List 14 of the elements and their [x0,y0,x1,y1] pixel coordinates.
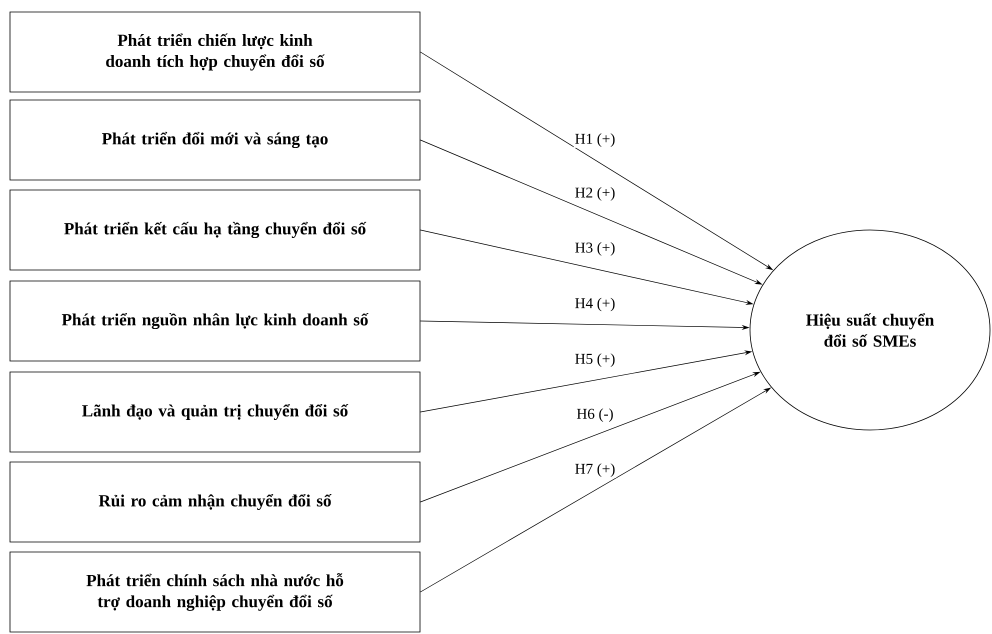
factor-box: Lãnh đạo và quản trị chuyển đổi số [10,372,420,452]
factor-box: Phát triển kết cấu hạ tầng chuyển đổi số [10,190,420,270]
edge-label: H2 (+) [574,186,616,202]
edge-label: H5 (+) [574,352,616,368]
edge-label: H7 (+) [574,462,616,478]
edge-label: H6 (-) [575,407,615,423]
edge-label: H3 (+) [574,241,616,257]
factor-box: Phát triển chiến lược kinh doanh tích hợp chuyển đổi số [10,12,420,92]
factor-box: Phát triển đổi mới và sáng tạo [10,100,420,180]
edge-label: H4 (+) [574,296,616,312]
factor-box: Rủi ro cảm nhận chuyển đổi số [10,462,420,542]
edge-label: H1 (+) [574,132,616,148]
factor-box: Phát triển chính sách nhà nước hỗ trợ doanh nghiệp chuyển đổi số [10,552,420,632]
factor-box: Phát triển nguồn nhân lực kinh doanh số [10,280,420,362]
